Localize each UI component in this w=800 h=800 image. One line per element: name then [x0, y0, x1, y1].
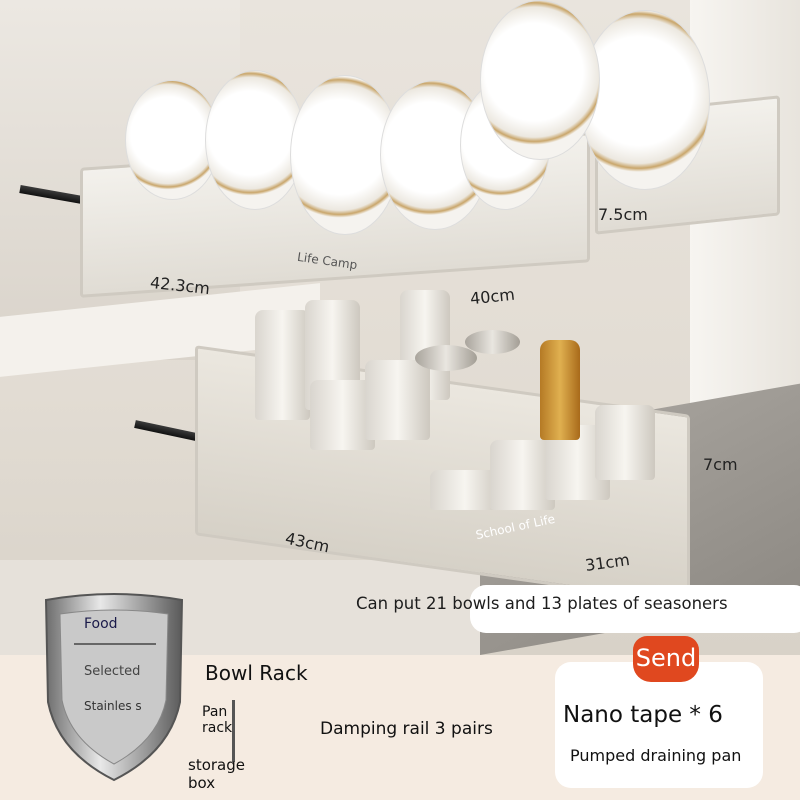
damping-rail-label: Damping rail 3 pairs [320, 719, 493, 739]
bowl-rack-label: Bowl Rack [205, 661, 308, 685]
shield-title: Food [84, 616, 118, 632]
oil-bottle [540, 340, 580, 440]
jar-lid [465, 330, 520, 354]
connector-line [232, 700, 235, 762]
shield-line1: Selected [84, 664, 141, 679]
jar [595, 405, 655, 480]
bottle [255, 310, 310, 420]
jar-lid [415, 345, 477, 371]
send-badge: Send [633, 636, 699, 682]
shield-icon [44, 593, 184, 782]
jar [365, 360, 430, 440]
product-photo: 42.3cm 40cm 7.5cm 7cm 43cm 31cm Life Cam… [0, 0, 800, 655]
storage-box-label: storage box [188, 756, 245, 792]
bowl [205, 70, 305, 210]
plate [580, 10, 710, 190]
gift-item-draining-pan: Pumped draining pan [570, 746, 742, 765]
shield-line2: Stainles s [84, 699, 142, 713]
gift-item-nano-tape: Nano tape * 6 [563, 702, 723, 728]
capacity-banner [470, 585, 800, 633]
quality-shield-badge: Food Selected Stainles s [40, 592, 188, 784]
lower-height-label: 7cm [703, 455, 738, 474]
upper-height-label: 7.5cm [598, 205, 648, 224]
jar [490, 440, 555, 510]
jar [310, 380, 375, 450]
pan-rack-label: Pan rack [202, 704, 233, 736]
plate [480, 0, 600, 160]
gift-card [555, 662, 763, 788]
upper-width-label: 40cm [469, 284, 516, 309]
jar [430, 470, 500, 510]
capacity-banner-text: Can put 21 bowls and 13 plates of season… [356, 594, 728, 613]
